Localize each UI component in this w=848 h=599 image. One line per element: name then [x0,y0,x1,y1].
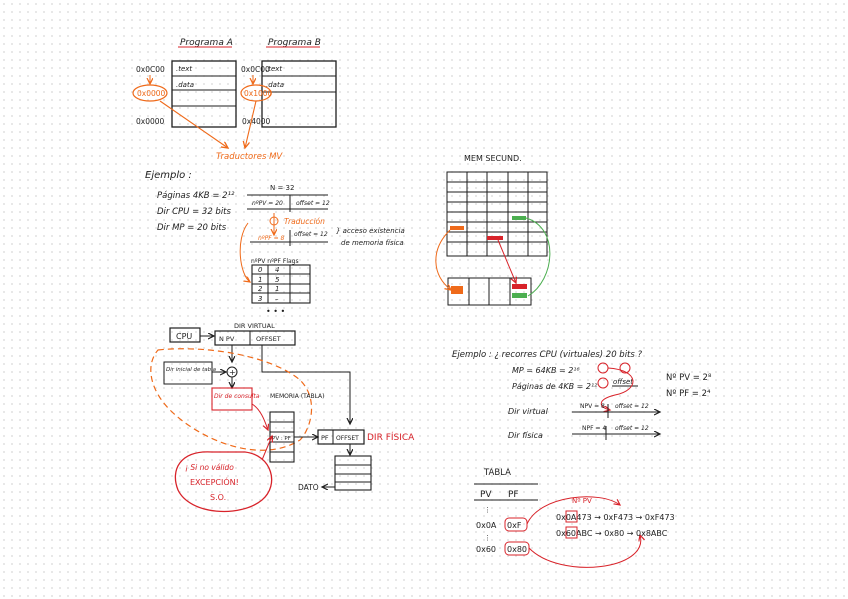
dir-fisica-label: DIR FÍSICA [367,431,415,443]
svg-text:⋮: ⋮ [484,506,491,514]
tabla-pf-header: PF [508,490,519,500]
pt-row1-pf: 5 [275,276,280,284]
translator-label: Traductores MV [216,152,283,162]
program-a-box [171,60,237,128]
a-data-label: .data [176,81,194,89]
pt-row2-pf: 1 [275,285,279,293]
npf8-label: nºPF = 8 [258,235,285,242]
dir-consulta-label: Dir de consulta [214,393,260,400]
dir-fisica-label2: Dir física [508,431,543,440]
program-b-box [261,60,337,128]
dir-virtual-label: DIR VIRTUAL [234,322,275,330]
ejemplo1-line1: Páginas 4KB = 2¹² [157,191,235,201]
tabla-row1-pf: 0xF [507,521,522,530]
svg-text:⋮: ⋮ [484,534,491,542]
b-text-label: .text [266,65,282,73]
dir-inicial-box [163,361,213,385]
npf-result: Nº PF = 2⁴ [666,389,711,399]
b-addr-bottom: 0x4000 [242,117,271,126]
n32-label: N = 32 [270,184,294,192]
dir-virtual-label2: Dir virtual [508,407,549,416]
offset2-field: OFFSET [336,435,359,442]
cpu-label: CPU [176,332,192,341]
acceso2-label: de memoria física [341,239,404,247]
tabla-row1-pv: 0x0A [476,521,497,530]
table-continues-dots: • • • [266,307,285,316]
tabla-row2-pf: 0x80 [507,545,527,554]
tabla-pv-header: PV [480,490,492,500]
excepcion-line1: ¡ Si no válido [185,463,234,472]
program-a-title: Programa A [180,38,233,48]
a-text-label: .text [176,65,192,73]
a-addr-bottom: 0x0000 [136,117,165,126]
ejemplo2-offset: offset [613,378,633,386]
cpu-box [169,327,201,343]
npf4-label: NPF = 4 [582,425,606,432]
offset12-label: offset = 12 [296,200,330,207]
offset12b-label: offset = 12 [294,231,328,238]
a-addr-mid: 0x0000 [137,89,166,98]
virtual-address-box [214,330,296,346]
program-b-title: Programa B [268,38,321,48]
b-addr-mid: 0x1000 [244,89,273,98]
pt-row0-pf: 4 [275,266,279,274]
pt-row2-pv: 2 [258,285,263,293]
ejemplo2-paginas: Páginas de 4KB = 2¹² [512,382,598,391]
plus-symbol: + [229,368,236,377]
ejemplo2-title: Ejemplo : ¿ recorres CPU (virtuales) 20 … [452,350,643,360]
excepcion-line3: S.O. [210,493,226,502]
npv-result: Nº PV = 2⁸ [666,373,712,383]
dir-inicial-label: Dir inicial de tabla [166,367,217,373]
pt-row3-pf: – [275,295,279,303]
tabla-row2-pv: 0x60 [476,545,496,554]
dir-consulta-box [211,387,253,411]
npv-field: N PV [219,335,235,343]
pf-field: PF [321,434,329,442]
offset-field: OFFSET [256,335,281,343]
tabla-conv1: 0x0A473 → 0xF473 → 0xF473 [556,513,675,522]
pagetable-header: nºPV nºPF Flags [251,258,299,265]
physical-memory-box [334,455,372,491]
pv-pf-entry: PV : PF [272,436,291,442]
off12-label: offset = 12 [615,403,649,410]
physical-address-box [317,429,365,445]
npv8-label: NPV = 8 [580,403,605,410]
memoria-label: MEMORIA (TABLA) [270,393,325,400]
npv20-label: nºPV = 20 [252,200,283,207]
dato-label: DATO [298,483,319,492]
tabla-npv-label: Nº PV [572,497,592,505]
tabla-title: TABLA [483,468,511,478]
ejemplo1-title: Ejemplo : [145,170,192,181]
traduccion-label: Traducción [284,217,325,226]
tabla-conv2: 0x60ABC → 0x80 → 0x8ABC [556,529,668,538]
pt-row0-pv: 0 [258,266,263,274]
a-addr-top: 0x0C00 [136,65,165,74]
b-data-label: .data [266,81,284,89]
pt-row1-pv: 1 [258,276,262,284]
excepcion-line2: EXCEPCIÓN! [190,476,239,487]
ejemplo1-line3: Dir MP = 20 bits [157,223,227,233]
ejemplo1-line2: Dir CPU = 32 bits [157,207,232,217]
b-addr-top: 0x0C00 [241,65,270,74]
ejemplo2-mp: MP = 64KB = 2¹⁶ [512,366,581,375]
acceso-label: } acceso existencia [336,227,405,235]
mem-secund-grid [446,171,548,306]
pt-row3-pv: 3 [258,295,262,303]
mem-secund-title: MEM SECUND. [464,154,522,163]
off12b-label: offset = 12 [615,425,649,432]
